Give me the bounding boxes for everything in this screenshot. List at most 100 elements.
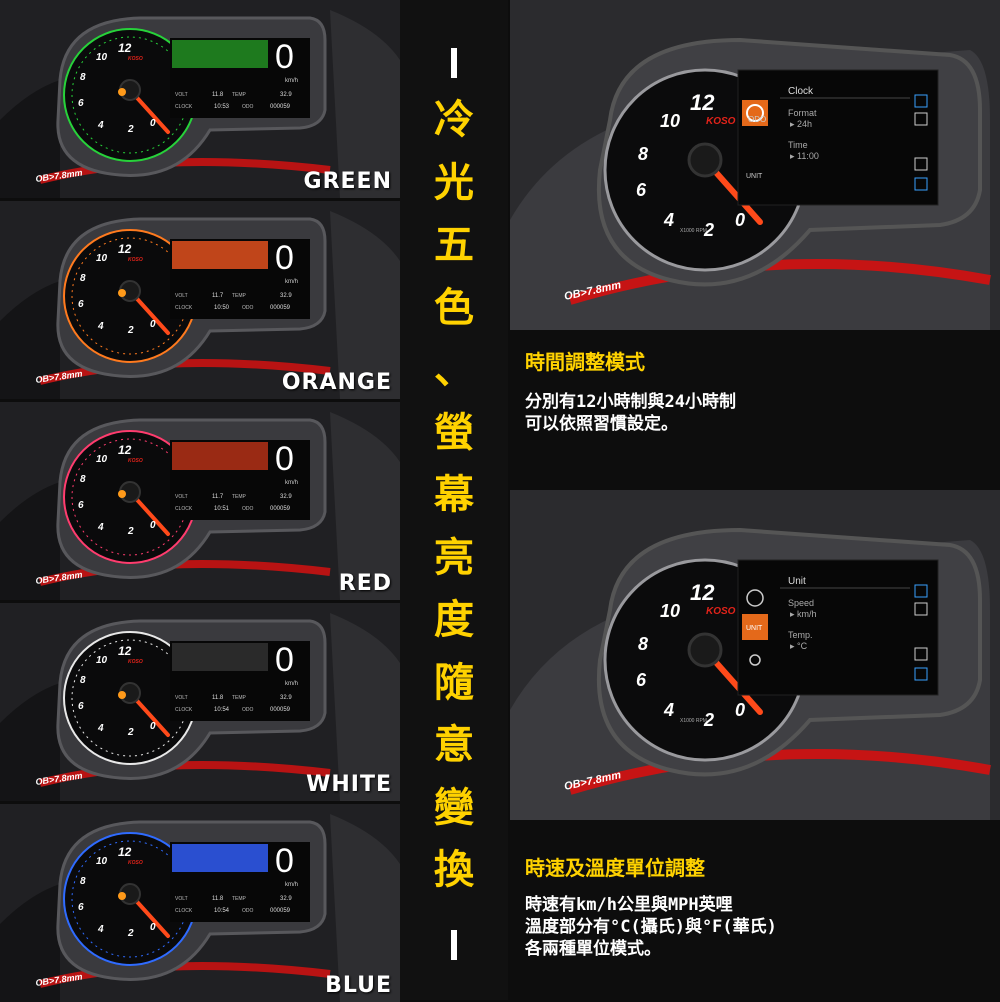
temp-value: 32.9 (280, 896, 292, 902)
tick-12: 12 (118, 242, 132, 256)
title-char-5: 、 (434, 347, 474, 393)
tick-4: 4 (97, 924, 104, 935)
tick-4: 4 (97, 321, 104, 332)
speed-unit: km/h (285, 681, 298, 687)
speed-readout: 0 (275, 440, 294, 478)
tick-2: 2 (703, 220, 714, 240)
tick-6: 6 (78, 500, 84, 511)
title-char-6: 螢 (434, 409, 474, 456)
clock-value: 10:50 (214, 305, 230, 311)
section2-line-3: 各兩種單位模式。 (525, 939, 661, 959)
section2-line-1: 時速有km/h公里與MPH英哩 (525, 895, 733, 915)
temp-value: 32.9 (280, 695, 292, 701)
odo-label: ODO (242, 908, 254, 914)
tick-4: 4 (663, 210, 674, 230)
tick-8: 8 (638, 144, 648, 164)
temp-label: TEMP (232, 695, 247, 701)
tick-6-b: 6 (636, 670, 647, 690)
title-char-4: 色 (434, 284, 474, 331)
format-label: Format (788, 108, 817, 118)
clock-label: CLOCK (175, 506, 193, 512)
tick-0: 0 (150, 319, 156, 330)
clock-label: CLOCK (175, 104, 193, 110)
speed-label: Speed (788, 598, 814, 608)
tick-8: 8 (80, 273, 86, 284)
tick-8: 8 (80, 675, 86, 686)
color-panel-blue: 0 km/h VOLT 11.8 TEMP 32.9 CLOCK 10:54 O… (0, 804, 400, 1002)
rpm-label: X1000 RPM (680, 228, 707, 234)
brand-logo: KOSO (128, 56, 143, 62)
odo-label: ODO (242, 506, 254, 512)
tick-6: 6 (78, 701, 84, 712)
menu-title-clock: Clock (788, 86, 814, 97)
title-char-11: 意 (434, 722, 474, 768)
volt-label: VOLT (175, 896, 188, 902)
title-char-2: 光 (434, 159, 474, 206)
odo-label: ODO (748, 115, 766, 124)
clock-mode-photo: 12 10 8 6 4 2 0 KOSO X1000 RPM ODO UNIT … (510, 0, 1000, 330)
tick-12: 12 (118, 845, 132, 859)
odo-value: 000059 (270, 908, 291, 914)
tick-10: 10 (96, 52, 108, 63)
tick-2: 2 (127, 325, 134, 336)
title-char-12: 變 (434, 784, 474, 831)
title-char-13: 換 (434, 847, 474, 893)
odo-value: 000059 (270, 305, 291, 311)
color-panel-green: 0 km/h VOLT 11.8 TEMP 32.9 CLOCK 10:53 O… (0, 0, 400, 198)
color-panel-white: 0 km/h VOLT 11.8 TEMP 32.9 CLOCK 10:54 O… (0, 603, 400, 801)
temp-value: 32.9 (280, 494, 292, 500)
vertical-title-strip: 冷光五色、螢幕亮度隨意變換 (400, 0, 508, 1000)
clock-value: 10:54 (214, 908, 230, 914)
speed-unit: km/h (285, 279, 298, 285)
clock-value: 10:51 (214, 506, 230, 512)
speed-unit: km/h (285, 882, 298, 888)
speed-readout: 0 (275, 842, 294, 880)
brand-logo: KOSO (128, 860, 143, 866)
tick-4: 4 (97, 723, 104, 734)
temp-value: ▸ °C (790, 641, 808, 651)
tick-6: 6 (78, 98, 84, 109)
clock-value: 10:54 (214, 707, 230, 713)
tick-0: 0 (150, 922, 156, 933)
speed-value: ▸ km/h (790, 609, 817, 619)
tick-0: 0 (150, 520, 156, 531)
volt-label: VOLT (175, 494, 188, 500)
color-panel-red: 0 km/h VOLT 11.7 TEMP 32.9 CLOCK 10:51 O… (0, 402, 400, 600)
volt-value: 11.8 (212, 695, 224, 701)
section2-title: 時速及溫度單位調整 (525, 856, 705, 880)
panel-caption: GREEN (303, 169, 392, 194)
volt-value: 11.8 (212, 896, 224, 902)
tick-0: 0 (735, 210, 745, 230)
title-char-7: 幕 (434, 472, 474, 518)
temp-label: TEMP (232, 494, 247, 500)
tick-0: 0 (150, 118, 156, 129)
format-value: ▸ 24h (790, 119, 812, 129)
speed-unit: km/h (285, 480, 298, 486)
tick-10: 10 (96, 454, 108, 465)
temp-label: Temp. (788, 630, 813, 640)
tick-6: 6 (78, 299, 84, 310)
odo-label: ODO (242, 305, 254, 311)
speed-readout: 0 (275, 38, 294, 76)
tick-0: 0 (150, 721, 156, 732)
temp-value: 32.9 (280, 92, 292, 98)
clock-value: 10:53 (214, 104, 230, 110)
brand-logo-b: KOSO (706, 606, 736, 617)
section1-line-2: 可以依照習慣設定。 (525, 414, 678, 434)
odo-value: 000059 (270, 707, 291, 713)
section1-title: 時間調整模式 (525, 350, 645, 374)
volt-value: 11.8 (212, 92, 224, 98)
section1-line-1: 分別有12小時制與24小時制 (525, 392, 736, 412)
unit-label-b: UNIT (746, 625, 763, 632)
tick-10: 10 (96, 856, 108, 867)
tick-6: 6 (636, 180, 647, 200)
speed-readout: 0 (275, 641, 294, 679)
time-label: Time (788, 140, 808, 150)
volt-label: VOLT (175, 92, 188, 98)
tick-2: 2 (127, 727, 134, 738)
clock-label: CLOCK (175, 908, 193, 914)
tick-4: 4 (97, 120, 104, 131)
panel-caption: RED (338, 571, 392, 596)
temp-value: 32.9 (280, 293, 292, 299)
color-panel-orange: 0 km/h VOLT 11.7 TEMP 32.9 CLOCK 10:50 O… (0, 201, 400, 399)
